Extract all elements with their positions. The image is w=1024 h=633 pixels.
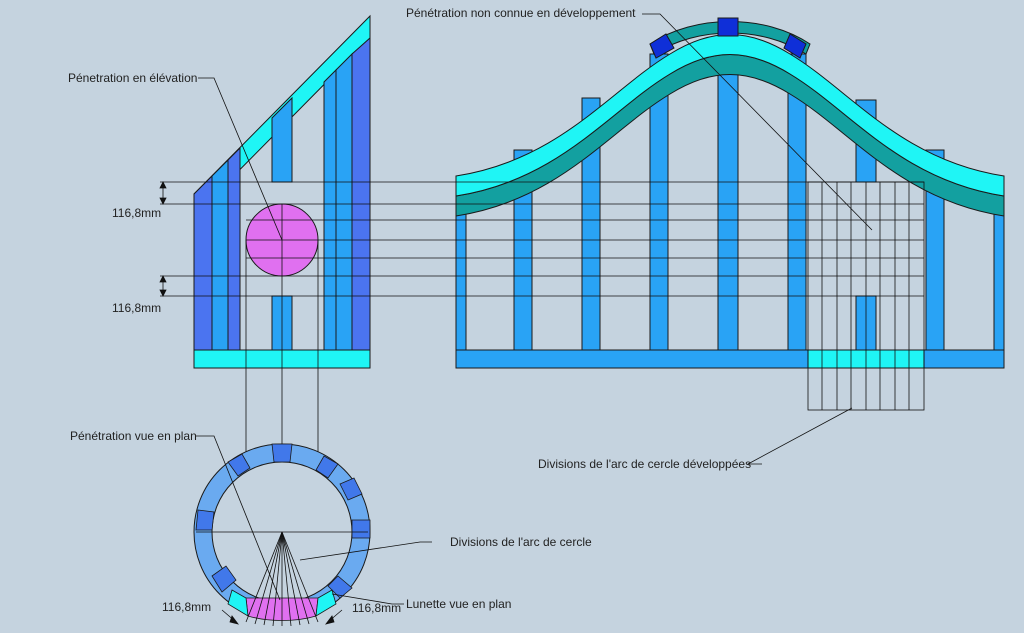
elevation-stud (335, 52, 353, 351)
developed-crest-plate (649, 21, 811, 55)
elevation-stud (323, 68, 337, 351)
label-penetration-unknown: Pénétration non connue en développement (406, 6, 636, 20)
label-lunette-plan: Lunette vue en plan (406, 597, 511, 611)
elevation-end-stud (193, 174, 213, 351)
plan-ring-blocks (195, 443, 371, 599)
developed-crest-block (717, 17, 739, 37)
dim-top-gap: 116,8mm (112, 206, 161, 220)
developed-view (455, 17, 1005, 411)
plan-view (193, 443, 371, 627)
elevation-view (193, 14, 371, 369)
plan-lunette-edge (315, 589, 337, 617)
elevation-stud (227, 146, 241, 351)
elevation-stud (351, 36, 371, 351)
elevation-cripple-stud-top (271, 96, 293, 183)
label-penetration-plan: Pénétration vue en plan (70, 429, 197, 443)
dimension-markers (159, 181, 167, 297)
elevation-stud (211, 158, 229, 351)
developed-upper-arc-plate (455, 34, 1005, 197)
label-divisions-developed: Divisions de l'arc de cercle développées (538, 457, 751, 471)
projection-lines (160, 181, 924, 594)
developed-crest-block (783, 33, 807, 59)
label-penetration-elevation: Pénetration en élévation (68, 71, 197, 85)
developed-crest-block (649, 33, 675, 59)
dim-bottom-gap: 116,8mm (112, 301, 161, 315)
label-divisions-arc: Divisions de l'arc de cercle (450, 535, 592, 549)
dim-plan-right: 116,8mm (352, 601, 401, 615)
leader-lines (196, 13, 873, 605)
dim-plan-left: 116,8mm (162, 600, 211, 614)
